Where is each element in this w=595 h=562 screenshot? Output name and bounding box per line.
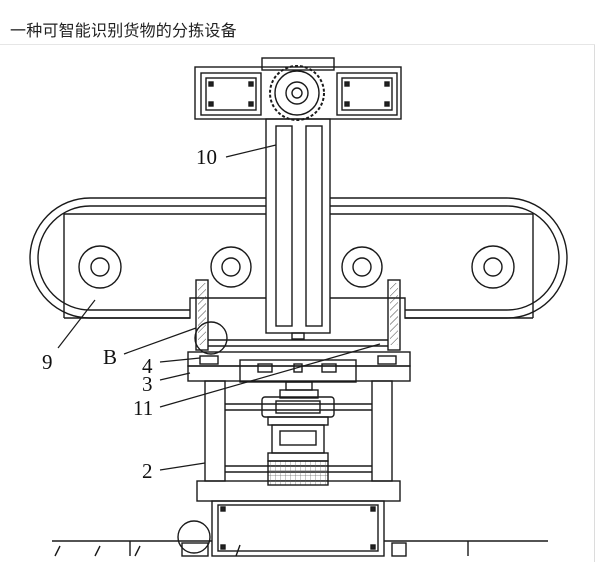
base-box	[211, 500, 385, 557]
camera-head	[194, 57, 402, 120]
label-2: 2	[142, 459, 153, 483]
vertical-column	[265, 118, 331, 340]
leader-lines	[57, 144, 381, 471]
label-3: 3	[142, 372, 153, 396]
conveyor-belt	[29, 197, 568, 319]
label-11: 11	[133, 396, 153, 420]
belt-rollers	[78, 245, 515, 289]
label-9: 9	[42, 350, 53, 374]
detail-circle-b	[194, 321, 228, 355]
floor	[52, 520, 548, 557]
page-title: 一种可智能识别货物的分拣设备	[10, 21, 237, 40]
label-4: 4	[142, 354, 153, 378]
label-10: 10	[196, 145, 217, 169]
side-guides	[195, 279, 401, 351]
label-b: B	[103, 345, 117, 369]
lower-plate	[187, 359, 411, 383]
gear-icon	[269, 65, 325, 121]
title-bar: 一种可智能识别货物的分拣设备	[0, 0, 595, 45]
motor-assembly	[261, 381, 335, 486]
